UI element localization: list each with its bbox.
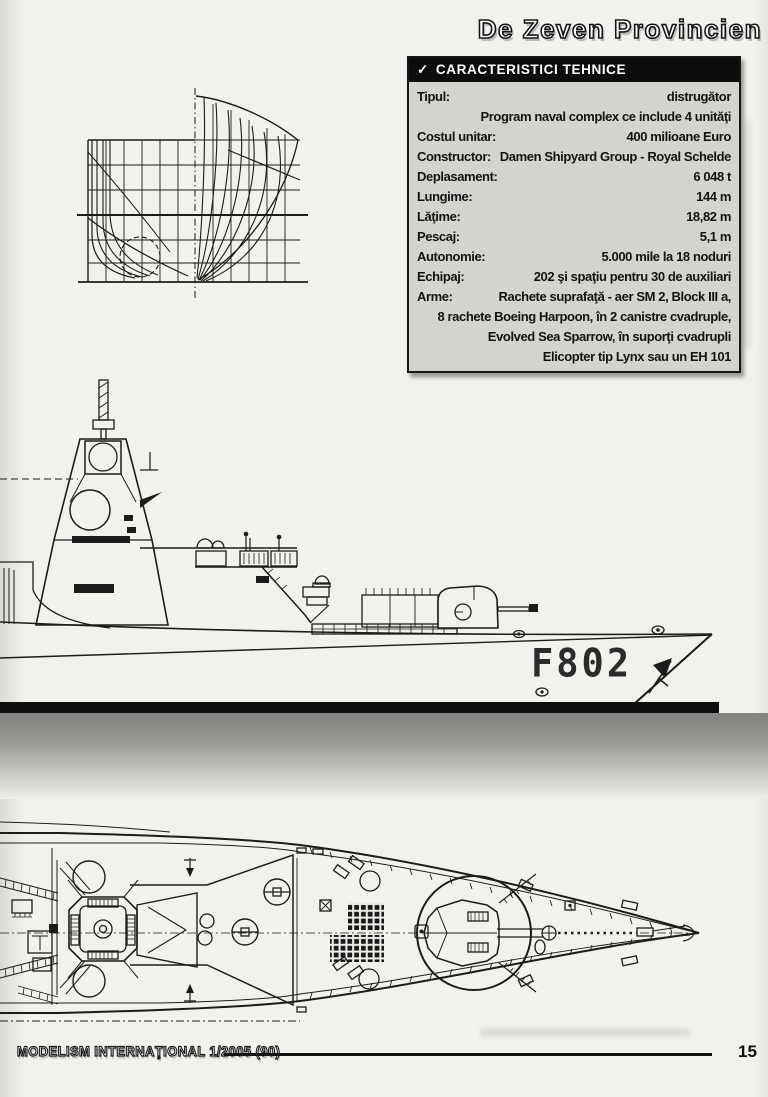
spec-value: Damen Shipyard Group - Royal Schelde [499,149,732,164]
hull-number: F802 [531,640,633,687]
waterline-bar [0,702,719,713]
spec-value: distrugător [666,89,732,104]
spec-label: Arme: [417,289,453,304]
spec-value: 5,1 m [699,229,732,244]
print-bleedthrough [744,120,752,350]
spec-value: 400 milioane Euro [626,129,732,144]
spec-label: Autonomie: [417,249,486,264]
spec-row: Deplasament: 6 048 t [417,167,731,187]
specs-header-title: CARACTERISTICI TEHNICE [435,62,627,77]
spec-value: Elicopter tip Lynx sau un EH 101 [542,349,732,364]
spec-value: Rachete suprafaţă - aer SM 2, Block III … [498,289,732,304]
spec-row: Lăţime: 18,82 m [417,207,731,227]
spec-row: Evolved Sea Sparrow, în suporţi cvadrupl… [417,327,732,347]
spec-label: Lăţime: [417,209,461,224]
spec-label: Constructor: [417,149,491,164]
specs-table: Tipul: distrugător Program naval complex… [409,82,739,371]
page-gutter-shadow [0,0,26,1097]
spec-label: Lungime: [417,189,473,204]
spec-label: Pescaj: [417,229,460,244]
technical-specs-box: ✓ CARACTERISTICI TEHNICE Tipul: distrugăt… [407,56,741,373]
print-bleedthrough [480,1028,690,1037]
spec-row: Costul unitar: 400 milioane Euro [417,127,731,147]
spec-value: Program naval complex ce include 4 unită… [480,109,731,124]
spec-row: Elicopter tip Lynx sau un EH 101 [417,347,732,367]
page-number: 15 [738,1042,757,1061]
article-title: De Zeven Provincien [477,13,762,45]
spec-label: Tipul: [417,89,450,104]
spec-value: 144 m [696,189,731,204]
magazine-footer-text: MODELISM INTERNAŢIONAL 1/2005 (90) [16,1043,281,1060]
spec-value: 6 048 t [693,169,731,184]
spec-value: 202 şi spaţiu pentru 30 de auxiliari [533,269,732,284]
spec-label: Deplasament: [417,169,498,184]
spec-row: Autonomie: 5.000 mile la 18 noduri [417,247,731,267]
spec-row: Program naval complex ce include 4 unită… [417,107,731,127]
spec-row: Pescaj: 5,1 m [417,227,731,247]
spec-label: Costul unitar: [417,129,496,144]
spec-row: 8 rachete Boeing Harpoon, în 2 canistre … [417,307,731,327]
halftone-sea-band [0,713,768,799]
hull-body-plan-drawing [77,88,308,300]
spec-row: Lungime: 144 m [417,187,731,207]
spec-row: Echipaj: 202 şi spaţiu pentru 30 de auxi… [417,267,731,287]
check-icon: ✓ [417,62,429,77]
spec-value: Evolved Sea Sparrow, în suporţi cvadrupl… [487,329,732,344]
spec-row: Constructor: Damen Shipyard Group - Roya… [417,147,731,167]
spec-row: Tipul: distrugător [417,87,731,107]
specs-header: ✓ CARACTERISTICI TEHNICE [409,58,739,82]
ship-deck-plan-drawing [0,821,700,1022]
spec-value: 18,82 m [686,209,731,224]
footer-rule [224,1053,712,1056]
ship-side-profile-drawing [0,379,713,714]
spec-label: Echipaj: [417,269,465,284]
page-edge-shadow [754,0,768,1097]
spec-value: 5.000 mile la 18 noduri [601,249,731,264]
spec-value: 8 rachete Boeing Harpoon, în 2 canistre … [437,309,731,324]
spec-row: Arme: Rachete suprafaţă - aer SM 2, Bloc… [417,287,731,307]
